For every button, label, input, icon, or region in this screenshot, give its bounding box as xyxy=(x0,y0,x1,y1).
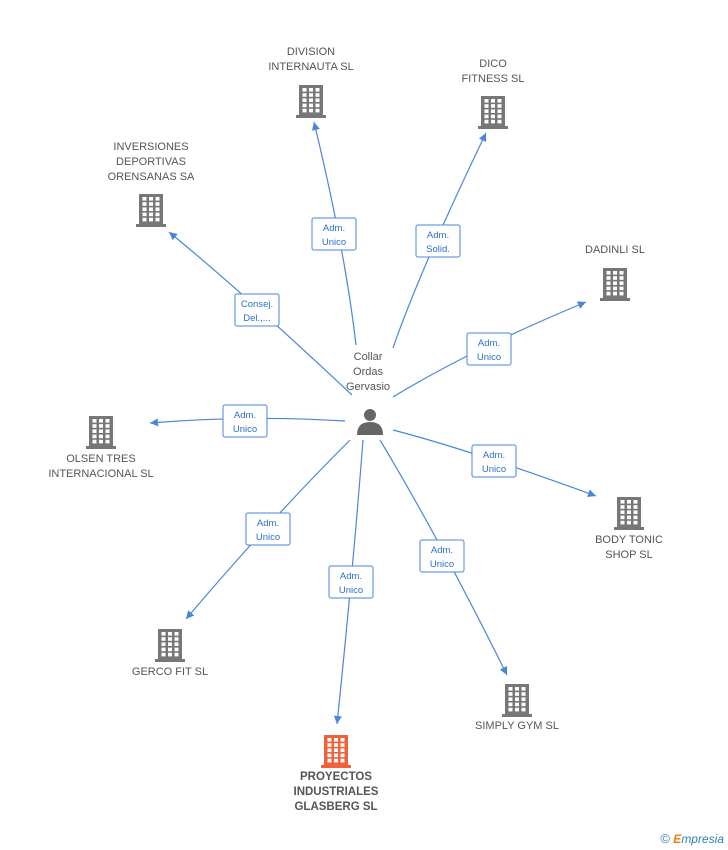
role-text: Adm. xyxy=(478,338,500,349)
company-name: SIMPLY GYM SL xyxy=(475,720,559,732)
company-node-inversiones[interactable]: INVERSIONES DEPORTIVAS ORENSANAS SA xyxy=(108,141,195,227)
role-text: Adm. xyxy=(427,230,449,241)
company-node-olsen[interactable]: OLSEN TRES INTERNACIONAL SL xyxy=(48,416,154,480)
company-name: INVERSIONES xyxy=(113,141,188,153)
building-icon[interactable] xyxy=(296,85,326,118)
role-box-olsen[interactable]: Adm. Unico xyxy=(222,404,268,438)
building-icon[interactable] xyxy=(614,497,644,530)
company-name: GERCO FIT SL xyxy=(132,666,208,678)
role-text: Unico xyxy=(233,424,257,435)
role-box-inversiones[interactable]: Consej. Del.,... xyxy=(234,293,280,327)
company-name: INTERNAUTA SL xyxy=(268,61,353,73)
role-text: Adm. xyxy=(431,545,453,556)
building-icon[interactable] xyxy=(136,194,166,227)
arrowhead xyxy=(577,301,586,309)
company-node-division[interactable]: DIVISION INTERNAUTA SL xyxy=(268,46,354,118)
brand-initial: E xyxy=(673,832,682,846)
person-name: Ordas xyxy=(353,366,383,378)
company-node-dadinli[interactable]: DADINLI SL xyxy=(585,244,645,301)
company-node-bodytonic[interactable]: BODY TONIC SHOP SL xyxy=(595,497,663,561)
role-text: Unico xyxy=(322,237,346,248)
role-text: Consej. xyxy=(241,299,273,310)
role-box-division[interactable]: Adm. Unico xyxy=(311,217,357,251)
company-node-dico[interactable]: DICO FITNESS SL xyxy=(462,58,525,129)
role-box-gerco[interactable]: Adm. Unico xyxy=(245,512,291,546)
building-icon[interactable] xyxy=(478,96,508,129)
building-icon[interactable] xyxy=(86,416,116,449)
role-text: Unico xyxy=(477,352,501,363)
building-icon[interactable] xyxy=(321,735,351,768)
arrowhead xyxy=(587,489,596,498)
role-text: Adm. xyxy=(257,518,279,529)
arrowhead xyxy=(478,133,487,142)
role-box-proyectos[interactable]: Adm. Unico xyxy=(328,565,374,599)
arrowhead xyxy=(150,418,159,427)
arrowhead xyxy=(186,610,195,619)
role-text: Adm. xyxy=(234,410,256,421)
building-icon[interactable] xyxy=(600,268,630,301)
role-text: Adm. xyxy=(323,223,345,234)
company-name: DIVISION xyxy=(287,46,335,58)
building-icon[interactable] xyxy=(502,684,532,717)
role-box-simplygym[interactable]: Adm. Unico xyxy=(419,539,465,573)
company-name: BODY TONIC xyxy=(595,534,663,546)
role-text: Unico xyxy=(339,585,363,596)
role-box-dico[interactable]: Adm. Solid. xyxy=(415,224,461,258)
role-text: Unico xyxy=(482,464,506,475)
company-name: DICO xyxy=(479,58,507,70)
role-box-dadinli[interactable]: Adm. Unico xyxy=(466,332,512,366)
company-name: FITNESS SL xyxy=(462,73,525,85)
company-name: PROYECTOS xyxy=(300,771,372,783)
arrowhead xyxy=(499,666,508,675)
brand-name: mpresia xyxy=(681,832,724,846)
company-name: INDUSTRIALES xyxy=(294,786,379,798)
copyright-icon: © xyxy=(660,831,670,846)
company-name: DADINLI SL xyxy=(585,244,645,256)
company-node-proyectos[interactable]: PROYECTOS INDUSTRIALES GLASBERG SL xyxy=(294,735,379,813)
person-name: Gervasio xyxy=(346,381,390,393)
arrowhead xyxy=(169,232,178,241)
roles-layer: Adm.UnicoAdm.Solid.Consej.Del.,...Adm.Un… xyxy=(222,217,517,599)
copyright-footer: © Empresia xyxy=(660,831,724,846)
building-icon[interactable] xyxy=(155,629,185,662)
company-name: DEPORTIVAS xyxy=(116,156,186,168)
role-text: Del.,... xyxy=(243,313,270,324)
company-node-gerco[interactable]: GERCO FIT SL xyxy=(132,629,208,678)
nodes-layer: DIVISION INTERNAUTA SL DICO FITNESS SL INVER… xyxy=(48,46,663,813)
arrowhead xyxy=(311,122,320,131)
role-text: Unico xyxy=(256,532,280,543)
company-node-simplygym[interactable]: SIMPLY GYM SL xyxy=(475,684,559,732)
role-text: Adm. xyxy=(340,571,362,582)
person-name: Collar xyxy=(354,351,383,363)
person-icon[interactable] xyxy=(357,409,383,435)
company-name: GLASBERG SL xyxy=(294,801,377,813)
role-text: Unico xyxy=(430,559,454,570)
role-text: Solid. xyxy=(426,244,450,255)
company-name: INTERNACIONAL SL xyxy=(48,468,153,480)
role-box-bodytonic[interactable]: Adm. Unico xyxy=(471,444,517,478)
arrowhead xyxy=(333,715,342,724)
company-name: SHOP SL xyxy=(605,549,653,561)
role-text: Adm. xyxy=(483,450,505,461)
company-name: OLSEN TRES xyxy=(66,453,136,465)
company-name: ORENSANAS SA xyxy=(108,171,195,183)
